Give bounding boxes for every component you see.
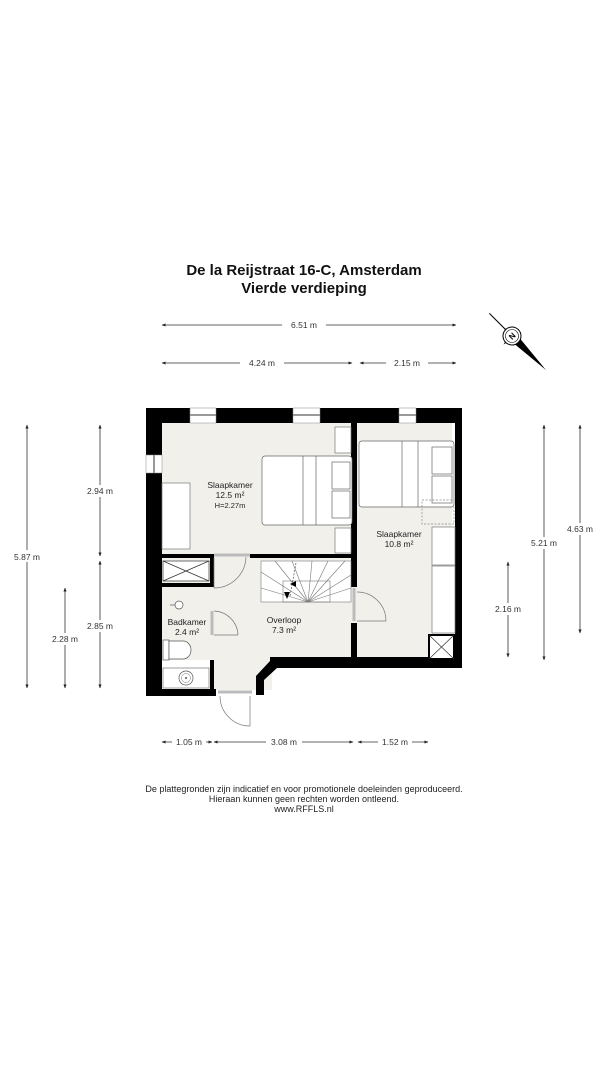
svg-text:2.28 m: 2.28 m — [52, 634, 78, 644]
north-arrow-icon: N — [489, 313, 546, 370]
svg-text:5.87 m: 5.87 m — [14, 552, 40, 562]
toilet — [162, 639, 192, 661]
room-label-landing: Overloop 7.3 m² — [267, 615, 302, 635]
svg-text:2.15 m: 2.15 m — [394, 358, 420, 368]
sink — [170, 600, 184, 610]
svg-text:5.21 m: 5.21 m — [531, 538, 557, 548]
walls — [146, 408, 462, 696]
shaft-box — [428, 634, 455, 660]
dimension-bottom-right: 1.52 m — [357, 736, 429, 748]
svg-text:3.08 m: 3.08 m — [271, 737, 297, 747]
svg-text:Overloop: Overloop — [267, 615, 302, 625]
window — [292, 407, 321, 424]
svg-text:1.52 m: 1.52 m — [382, 737, 408, 747]
svg-text:4.24 m: 4.24 m — [249, 358, 275, 368]
dimension-right-inner: 2.16 m — [491, 561, 525, 658]
nightstand — [334, 426, 352, 554]
door[interactable] — [210, 610, 239, 636]
entrance-door[interactable] — [218, 690, 252, 727]
svg-text:12.5 m²: 12.5 m² — [216, 490, 245, 500]
svg-text:6.51 m: 6.51 m — [291, 320, 317, 330]
shaft-box — [162, 560, 210, 582]
dimension-left-bath: 2.28 m — [48, 587, 82, 689]
dimension-right-middle: 5.21 m — [527, 424, 561, 661]
window — [398, 407, 417, 424]
svg-text:2.94 m: 2.94 m — [87, 486, 113, 496]
svg-text:H=2.27m: H=2.27m — [215, 501, 246, 510]
dimension-left-lower: 2.85 m — [83, 560, 117, 689]
svg-text:2.85 m: 2.85 m — [87, 621, 113, 631]
window — [189, 407, 217, 424]
dimension-bottom-left: 1.05 m — [161, 736, 213, 748]
dimension-left-upper: 2.94 m — [83, 424, 117, 557]
address-title: De la Reijstraat 16-C, Amsterdam — [186, 262, 422, 279]
dimension-right-outer: 4.63 m — [563, 424, 597, 634]
svg-text:Badkamer: Badkamer — [168, 617, 207, 627]
svg-text:Slaapkamer: Slaapkamer — [207, 480, 253, 490]
svg-text:2.4 m²: 2.4 m² — [175, 627, 199, 637]
room-label-bathroom: Badkamer 2.4 m² — [168, 617, 207, 637]
website-link: www.RFFLS.nl — [274, 804, 334, 814]
dimension-top-right: 2.15 m — [359, 357, 457, 369]
svg-text:1.05 m: 1.05 m — [176, 737, 202, 747]
door[interactable] — [352, 588, 387, 622]
disclaimer-line-2: Hieraan kunnen geen rechten worden ontle… — [208, 794, 400, 804]
dimension-left-total: 5.87 m — [10, 424, 44, 689]
svg-text:7.3 m²: 7.3 m² — [272, 625, 296, 635]
staircase — [260, 560, 352, 603]
disclaimer-line-1: De plattegronden zijn indicatief en voor… — [145, 784, 463, 794]
svg-text:10.8 m²: 10.8 m² — [385, 539, 414, 549]
desk — [161, 482, 191, 550]
room-label-bedroom-1: Slaapkamer 12.5 m² H=2.27m — [207, 480, 253, 510]
dimension-bottom-middle: 3.08 m — [213, 736, 354, 748]
door[interactable] — [213, 553, 250, 589]
wardrobe — [431, 526, 456, 634]
room-label-bedroom-2: Slaapkamer 10.8 m² — [376, 529, 422, 549]
shower-drain — [162, 667, 210, 689]
svg-text:4.63 m: 4.63 m — [567, 524, 593, 534]
dimension-top-left: 4.24 m — [161, 357, 353, 369]
svg-text:2.16 m: 2.16 m — [495, 604, 521, 614]
window — [145, 454, 163, 474]
dimension-top-total: 6.51 m — [161, 319, 457, 331]
double-bed — [358, 440, 455, 508]
closet-outline — [421, 499, 455, 525]
double-bed — [261, 455, 353, 526]
svg-text:N: N — [507, 331, 518, 342]
floor-title: Vierde verdieping — [241, 280, 367, 297]
svg-text:Slaapkamer: Slaapkamer — [376, 529, 422, 539]
